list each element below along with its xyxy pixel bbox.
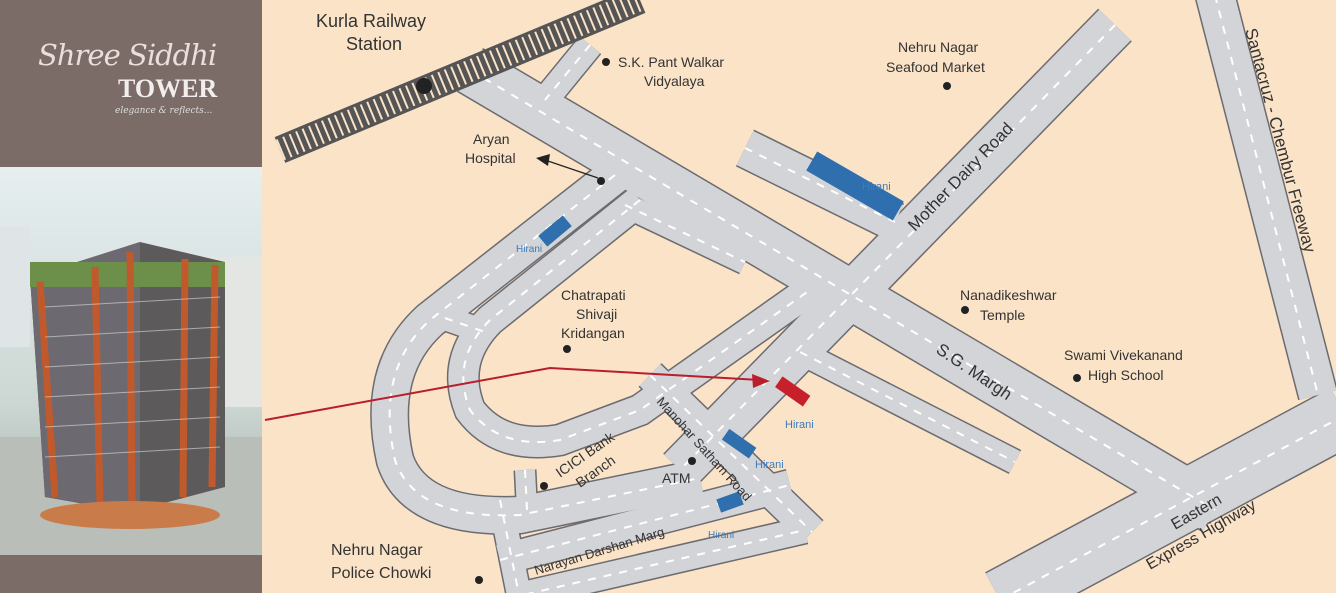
hirani-label: Hirani <box>708 530 734 541</box>
short-road-lane-marking <box>524 469 528 511</box>
project-location-arrow <box>264 154 770 421</box>
project-building-marker <box>775 376 811 407</box>
connector-road-lane-marking <box>444 317 486 333</box>
narayan-darshan-marg-lane-marking <box>499 484 791 561</box>
sg-margh-lane-marking <box>469 69 1216 511</box>
block-road <box>794 341 1021 473</box>
brand-main-name: TOWER <box>118 74 218 103</box>
chatrapati-label: Shivaji <box>576 306 617 322</box>
atm-label: ATM <box>662 470 691 486</box>
station-marker <box>416 78 432 94</box>
hirani-building <box>716 491 744 513</box>
lower-road-lane-marking <box>527 529 806 593</box>
mother-dairy-road-lane-marking <box>679 24 1116 471</box>
hospital-pointer <box>544 159 599 179</box>
chatrapati-label: Kridangan <box>561 325 625 341</box>
location-map[interactable]: Hirani Hirani Hirani Hirani Hirani Kurla… <box>262 0 1336 593</box>
freeway-lane-marking <box>1215 0 1319 396</box>
tower-illustration <box>0 227 262 555</box>
hirani-label: Hirani <box>755 459 784 471</box>
sk-pant-label: Vidyalaya <box>644 73 705 89</box>
connector-road-lane-marking <box>624 204 746 263</box>
aryan-hospital-label: Hospital <box>465 150 516 166</box>
hirani-building <box>538 215 572 247</box>
police-chowki-label: Police Chowki <box>331 565 431 582</box>
temple-label: Temple <box>980 307 1025 323</box>
brand-script-name: Shree Siddhi <box>38 38 217 72</box>
road-network <box>370 0 1336 593</box>
buildings: Hirani Hirani Hirani Hirani Hirani <box>516 151 904 541</box>
sk-pant-label: S.K. Pant Walkar <box>618 54 724 70</box>
brand-panel: Shree Siddhi TOWER elegance & reflects..… <box>0 0 262 593</box>
mother-dairy-service-road-lane-marking <box>744 147 896 223</box>
temple-label: Nanadikeshwar <box>960 287 1057 303</box>
tower-rendering-image <box>0 167 262 555</box>
aryan-hospital-label: Aryan <box>473 131 510 147</box>
seafood-market-label: Nehru Nagar <box>898 39 978 55</box>
hirani-building <box>721 428 757 459</box>
seafood-market-label: Seafood Market <box>886 59 985 75</box>
eastern-express-highway-lane-marking <box>1010 418 1336 593</box>
outer-loop-road-lane-marking <box>388 174 701 517</box>
poi-markers <box>475 58 1081 584</box>
school-label: High School <box>1088 367 1164 383</box>
inner-loop-road-lane-marking <box>462 199 811 443</box>
hirani-building <box>806 151 904 221</box>
chatrapati-label: Chatrapati <box>561 287 626 303</box>
manohar-satham-road-lane-marking <box>649 374 813 533</box>
railway-track <box>274 0 646 163</box>
kurla-station-label: Kurla Railway <box>316 11 426 31</box>
hirani-label: Hirani <box>785 419 814 431</box>
school-label: Swami Vivekanand <box>1064 347 1183 363</box>
kurla-station-label: Station <box>346 34 402 54</box>
side-road-lane-marking <box>544 44 591 101</box>
hirani-label: Hirani <box>516 244 542 255</box>
hirani-label: Hirani <box>862 181 891 193</box>
brand-logo: Shree Siddhi TOWER elegance & reflects..… <box>0 0 262 165</box>
brand-tagline: elegance & reflects... <box>115 106 213 116</box>
police-chowki-label: Nehru Nagar <box>331 542 423 559</box>
south-road-lane-marking <box>499 499 520 593</box>
